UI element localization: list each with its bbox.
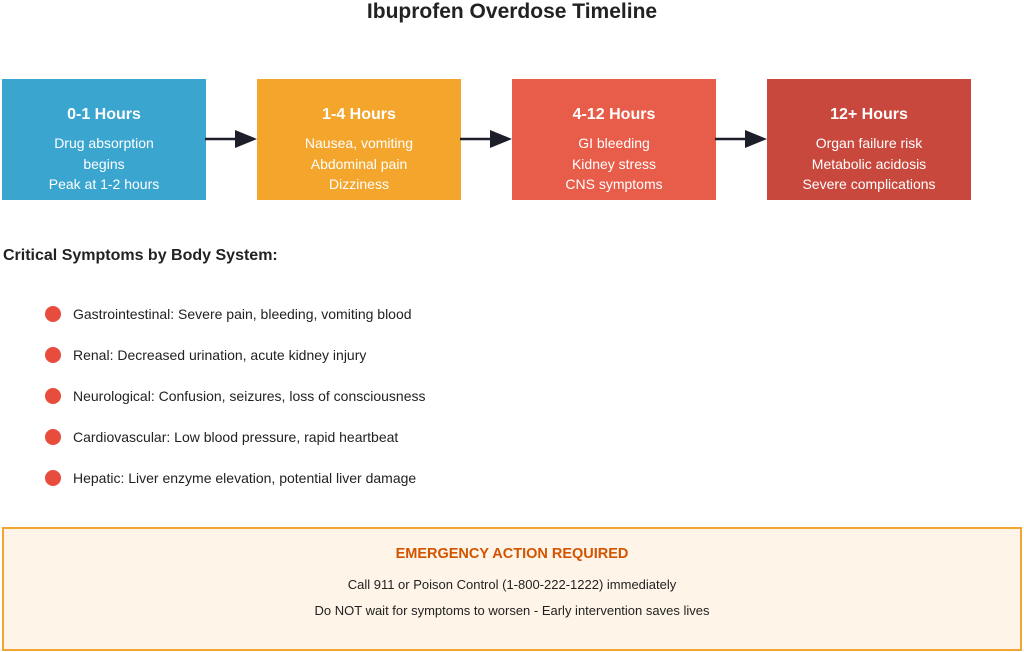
symptom-text: Cardiovascular: Low blood pressure, rapi… — [73, 429, 399, 445]
bullet-icon — [45, 306, 61, 322]
stage-1-4-hours: 1-4 Hours Nausea, vomiting Abdominal pai… — [257, 79, 461, 200]
stage-0-1-hours: 0-1 Hours Drug absorption begins Peak at… — [2, 79, 206, 200]
stage-line: Dizziness — [329, 176, 389, 192]
bullet-icon — [45, 388, 61, 404]
bullet-icon — [45, 429, 61, 445]
arrow-right-icon — [205, 130, 257, 148]
emergency-line: Do NOT wait for symptoms to worsen - Ear… — [314, 603, 710, 618]
stage-line: Abdominal pain — [310, 155, 408, 172]
list-item: Neurological: Confusion, seizures, loss … — [45, 386, 426, 406]
emergency-box: EMERGENCY ACTION REQUIRED Call 911 or Po… — [2, 527, 1022, 651]
emergency-line: Call 911 or Poison Control (1-800-222-12… — [347, 577, 677, 592]
arrow-right-icon — [715, 130, 767, 148]
page-title: Ibuprofen Overdose Timeline — [366, 0, 658, 23]
stage-line: Severe complications — [802, 176, 936, 192]
stage-line: Drug absorption — [54, 135, 154, 151]
bullet-icon — [45, 470, 61, 486]
bullet-icon — [45, 347, 61, 363]
symptom-text: Renal: Decreased urination, acute kidney… — [73, 347, 367, 363]
stage-line: Nausea, vomiting — [304, 135, 414, 151]
stage-line: GI bleeding — [578, 135, 650, 151]
stage-line: Kidney stress — [571, 155, 657, 172]
stage-12-plus-hours: 12+ Hours Organ failure risk Metabolic a… — [767, 79, 971, 200]
stage-4-12-hours: 4-12 Hours GI bleeding Kidney stress CNS… — [512, 79, 716, 200]
symptom-text: Neurological: Confusion, seizures, loss … — [73, 388, 426, 404]
stage-line: Peak at 1-2 hours — [48, 176, 160, 192]
symptoms-heading: Critical Symptoms by Body System: — [3, 247, 278, 264]
list-item: Cardiovascular: Low blood pressure, rapi… — [45, 427, 398, 447]
stage-title: 12+ Hours — [830, 106, 908, 123]
list-item: Hepatic: Liver enzyme elevation, potenti… — [45, 468, 416, 488]
stage-title: 1-4 Hours — [322, 106, 396, 123]
stage-line: Organ failure risk — [815, 135, 923, 151]
list-item: Renal: Decreased urination, acute kidney… — [45, 345, 366, 365]
stage-line: begins — [83, 155, 125, 172]
stage-line: Metabolic acidosis — [811, 155, 927, 172]
symptom-text: Hepatic: Liver enzyme elevation, potenti… — [73, 470, 417, 486]
stage-line: CNS symptoms — [565, 176, 663, 192]
list-item: Gastrointestinal: Severe pain, bleeding,… — [45, 304, 412, 324]
stage-title: 4-12 Hours — [572, 106, 656, 123]
symptom-text: Gastrointestinal: Severe pain, bleeding,… — [73, 306, 412, 322]
arrow-right-icon — [460, 130, 512, 148]
emergency-title: EMERGENCY ACTION REQUIRED — [395, 546, 629, 562]
stage-title: 0-1 Hours — [67, 106, 141, 123]
